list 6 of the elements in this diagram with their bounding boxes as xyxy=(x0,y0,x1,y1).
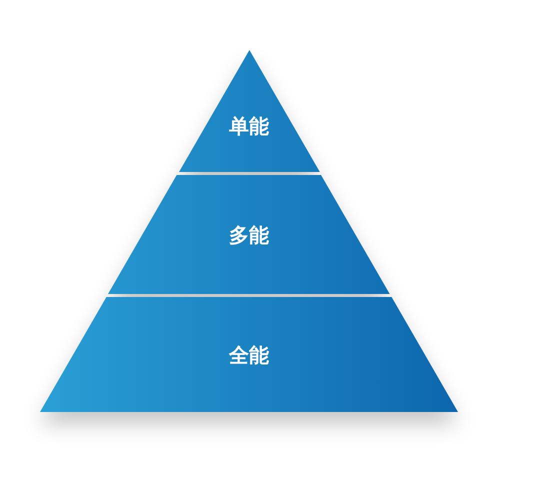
tier-label: 多能 xyxy=(228,222,270,246)
pyramid-tier xyxy=(40,297,458,412)
tier-label: 全能 xyxy=(228,342,270,366)
pyramid-tier xyxy=(178,50,320,172)
pyramid-tier xyxy=(108,175,390,294)
tier-label: 单能 xyxy=(228,114,270,138)
